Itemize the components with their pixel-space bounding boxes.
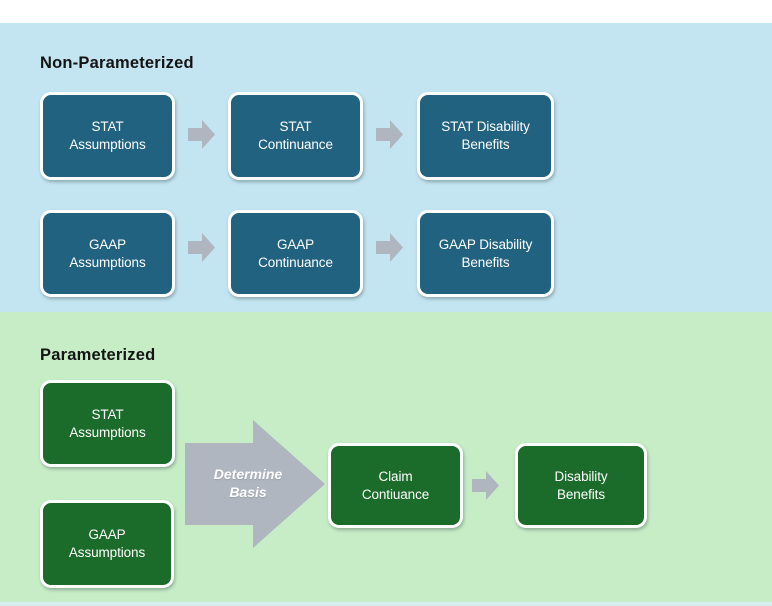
flow-arrow-icon bbox=[188, 233, 215, 262]
gaap-assumptions-box: GAAP Assumptions bbox=[40, 210, 175, 297]
disability-benefits-box: Disability Benefits bbox=[515, 443, 647, 528]
bottom-strip bbox=[0, 602, 772, 606]
flow-arrow-icon bbox=[472, 471, 499, 500]
determine-basis-label: Determine Basis bbox=[213, 466, 283, 501]
gaap-continuance-box: GAAP Continuance bbox=[228, 210, 363, 297]
stat-assumptions-box: STAT Assumptions bbox=[40, 92, 175, 180]
parameterized-title: Parameterized bbox=[40, 346, 156, 364]
non-parameterized-title: Non-Parameterized bbox=[40, 54, 194, 72]
stat-disability-benefits-box: STAT Disability Benefits bbox=[417, 92, 554, 180]
flow-arrow-icon bbox=[376, 233, 403, 262]
stat-continuance-box: STAT Continuance bbox=[228, 92, 363, 180]
determine-basis-arrow-icon bbox=[185, 420, 325, 548]
flow-arrow-icon bbox=[188, 120, 215, 149]
param-stat-assumptions-box: STAT Assumptions bbox=[40, 380, 175, 467]
param-gaap-assumptions-box: GAAP Assumptions bbox=[40, 500, 174, 588]
flow-arrow-icon bbox=[376, 120, 403, 149]
claim-continuance-box: Claim Contiuance bbox=[328, 443, 463, 528]
gaap-disability-benefits-box: GAAP Disability Benefits bbox=[417, 210, 554, 297]
